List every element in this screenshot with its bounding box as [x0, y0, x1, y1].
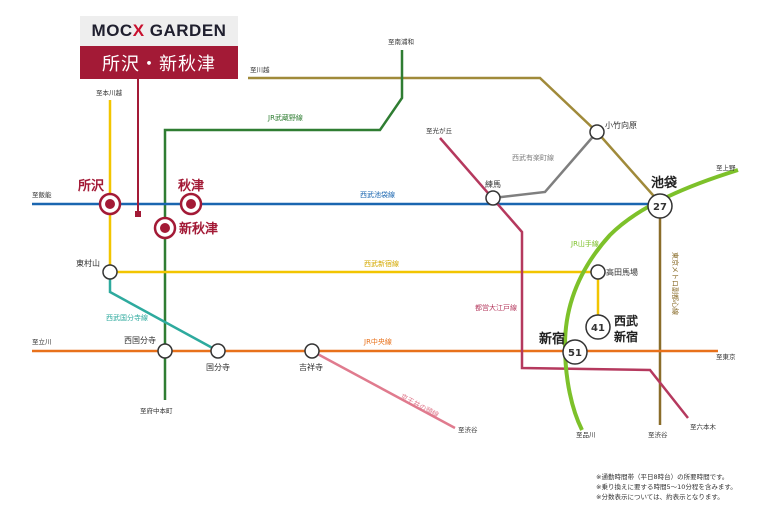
- station-takadanobaba[interactable]: [590, 264, 606, 280]
- line-label-jr-musashino: JR武蔵野線: [267, 113, 303, 122]
- label-shin-akitsu: 新秋津: [179, 221, 218, 237]
- badge-seibu-shinjuku[interactable]: 41: [585, 314, 611, 340]
- line-label-seibu-yurakucho: 西武有楽町線: [512, 153, 554, 162]
- dir-shibuya-metro: 至渋谷: [648, 430, 668, 439]
- brand-subtitle: 所沢・新秋津: [80, 46, 238, 79]
- line-label-seibu-kokubunji: 西武国分寺線: [106, 313, 148, 322]
- line-label-fukutoshin: 東京メトロ副都心線: [671, 252, 680, 315]
- label-seibu-shinjuku-1: 西武: [614, 313, 638, 328]
- dir-minami-urawa: 至南浦和: [388, 37, 414, 46]
- station-shin-akitsu[interactable]: [153, 216, 177, 240]
- label-ikebukuro: 池袋: [651, 175, 678, 191]
- label-kotakemukaihara: 小竹向原: [605, 120, 637, 130]
- dir-hanno: 至飯能: [32, 190, 52, 199]
- line-label-keio-inokashira: 京王井の頭線: [399, 392, 440, 420]
- dir-tachikawa: 至立川: [32, 337, 52, 346]
- tobu-tojo-line: [248, 76, 661, 204]
- brand-name-pre: MOC: [91, 21, 133, 40]
- station-higashimurayama[interactable]: [102, 264, 118, 280]
- keio-inokashira-line: [311, 349, 456, 430]
- station-nishi-kokubunji[interactable]: [157, 343, 173, 359]
- badge-ikebukuro[interactable]: 27: [647, 193, 673, 219]
- label-tokorozawa: 所沢: [78, 178, 105, 194]
- station-akitsu[interactable]: [179, 192, 203, 216]
- station-kokubunji[interactable]: [210, 343, 226, 359]
- line-label-jr-chuo: JR中央線: [363, 337, 392, 346]
- minutes-seibu-shinjuku: 41: [591, 323, 605, 334]
- badge-shinjuku[interactable]: 51: [562, 339, 588, 365]
- label-higashimurayama: 東村山: [76, 258, 100, 268]
- seibu-shinjuku-line: [108, 100, 600, 326]
- label-nerima: 練馬: [485, 179, 501, 189]
- dir-roppongi: 至六本木: [690, 422, 717, 431]
- station-kotakemukaihara[interactable]: [589, 124, 605, 140]
- label-akitsu: 秋津: [178, 178, 204, 194]
- line-label-toei-oedo: 都営大江戸線: [475, 303, 517, 312]
- brand-pointer-end: [135, 211, 141, 217]
- dir-tokyo: 至東京: [716, 352, 736, 361]
- dir-kawagoe: 至川越: [250, 65, 270, 74]
- footnotes: ※通勤時間帯（平日8時台）の所要時間です。 ※乗り換えに要する時間5〜10分程を…: [596, 472, 737, 502]
- label-nishi-kokubunji: 西国分寺: [124, 336, 156, 345]
- label-takadanobaba: 高田馬場: [606, 267, 638, 277]
- minutes-shinjuku: 51: [568, 348, 582, 359]
- line-label-seibu-ikebukuro: 西武池袋線: [360, 190, 395, 199]
- footnote-3: ※分数表示については、約表示となります。: [596, 493, 724, 501]
- seibu-yurakucho-line: [492, 131, 598, 200]
- brand-name-post: GARDEN: [144, 21, 227, 40]
- footnote-1: ※通勤時間帯（平日8時台）の所要時間です。: [596, 473, 729, 481]
- label-kichijoji: 吉祥寺: [299, 362, 323, 372]
- station-tokorozawa[interactable]: [98, 192, 122, 216]
- dir-hikarigaoka: 至光が丘: [426, 126, 453, 135]
- dir-honkawagoe: 至本川越: [96, 88, 123, 97]
- station-kichijoji[interactable]: [304, 343, 320, 359]
- minutes-ikebukuro: 27: [653, 202, 667, 213]
- label-shinjuku: 新宿: [539, 331, 565, 347]
- station-nerima[interactable]: [485, 190, 501, 206]
- label-kokubunji: 国分寺: [206, 363, 230, 372]
- dir-ueno: 至上野: [716, 163, 736, 172]
- dir-fuchu-hommachi: 至府中本町: [140, 406, 173, 415]
- jr-yamanote-line: [562, 168, 739, 431]
- line-label-jr-yamanote: JR山手線: [570, 239, 599, 248]
- footnote-2: ※乗り換えに要する時間5〜10分程を含みます。: [596, 483, 737, 491]
- brand-name-x: X: [132, 21, 145, 40]
- label-seibu-shinjuku-2: 新宿: [614, 329, 638, 344]
- dir-shinagawa: 至品川: [576, 431, 596, 439]
- dir-shibuya-keio: 至渋谷: [458, 425, 478, 434]
- line-label-seibu-shinjuku: 西武新宿線: [364, 259, 399, 268]
